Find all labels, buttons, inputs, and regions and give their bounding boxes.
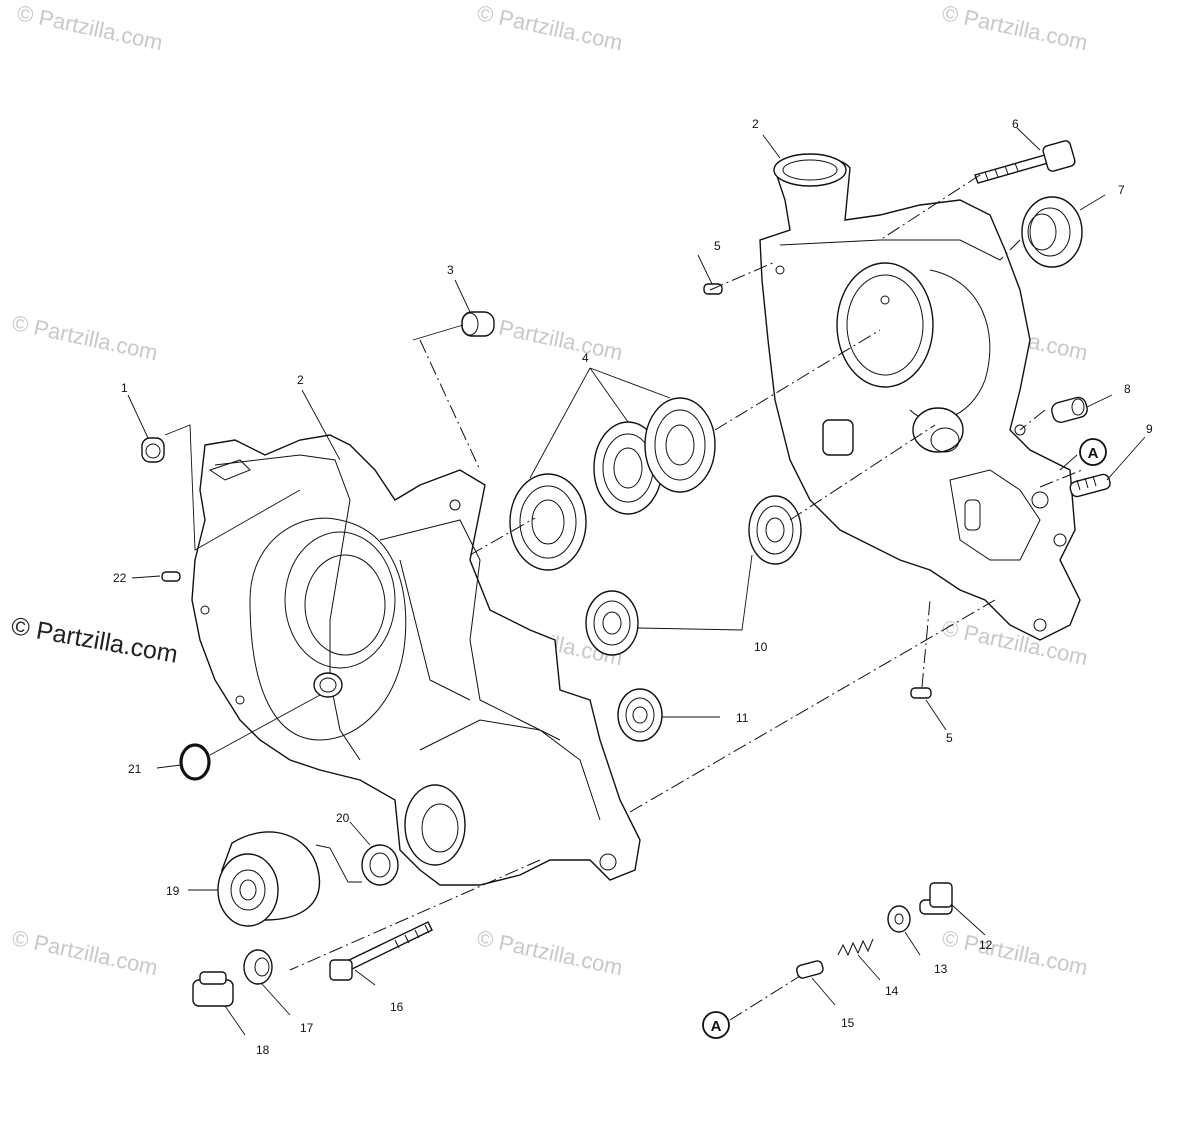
leader-lines: [127, 127, 1146, 1036]
callout-1: 1: [121, 381, 128, 395]
fitting-part-9: [1069, 473, 1111, 498]
callout-13: 13: [934, 962, 948, 976]
callout-15: 15: [841, 1016, 855, 1030]
bearing-part-4c: [644, 397, 716, 493]
reference-marker-a-lower: A: [702, 1011, 730, 1039]
dowel-part-3: [461, 311, 495, 337]
pulley-part-19: [217, 831, 321, 927]
callout-11: 11: [736, 711, 749, 725]
bearing-part-4a: [509, 473, 587, 571]
bearing-part-11: [617, 688, 663, 742]
reference-label: A: [1088, 445, 1099, 462]
callout-2-left: 2: [297, 373, 304, 387]
callout-4: 4: [582, 351, 589, 365]
callout-2-right: 2: [752, 117, 759, 131]
callout-12: 12: [979, 938, 993, 952]
spring-part-14: [837, 938, 874, 957]
oil-seal-part-7: [1021, 196, 1083, 268]
callout-22: 22: [113, 571, 127, 585]
bolt-part-6: [974, 140, 1076, 184]
callout-21: 21: [128, 762, 142, 776]
pin-part-22: [161, 571, 181, 582]
callout-6: 6: [1012, 117, 1019, 131]
callout-19: 19: [166, 884, 180, 898]
callout-7: 7: [1118, 183, 1125, 197]
dowel-part-1: [141, 437, 165, 463]
callout-9: 9: [1146, 422, 1153, 436]
callout-17: 17: [300, 1021, 314, 1035]
left-crankcase-half: [191, 434, 641, 886]
bolt-part-12: [919, 882, 953, 915]
callout-20: 20: [336, 811, 350, 825]
right-crankcase-half: [759, 153, 1081, 641]
alignment-lines: [289, 174, 1083, 1021]
seal-part-20: [361, 844, 399, 886]
callout-14: 14: [885, 984, 899, 998]
dowel-part-8: [1051, 396, 1088, 423]
drain-plug-part-18: [192, 971, 234, 1007]
callout-8: 8: [1124, 382, 1131, 396]
callout-5-top: 5: [714, 239, 721, 253]
callout-numbers: 1 2 2 3 4 5 5 6 7 8 9 10 11 12 13 14 15 …: [113, 117, 1153, 1057]
washer-part-13: [887, 905, 911, 933]
pin-part-5-bottom: [910, 687, 932, 699]
callout-10: 10: [754, 640, 768, 654]
o-ring-part-21: [179, 743, 211, 781]
reference-marker-a-upper: A: [1079, 438, 1107, 466]
callout-5-bottom: 5: [946, 731, 953, 745]
bearing-part-10a: [585, 590, 639, 656]
plunger-part-15: [796, 960, 824, 979]
bearing-part-10b: [748, 495, 802, 565]
bolt-part-16: [329, 921, 433, 981]
washer-part-17: [243, 949, 273, 985]
callout-18: 18: [256, 1043, 270, 1057]
reference-label: A: [711, 1018, 722, 1035]
callout-3: 3: [447, 263, 454, 277]
callout-16: 16: [390, 1000, 404, 1014]
